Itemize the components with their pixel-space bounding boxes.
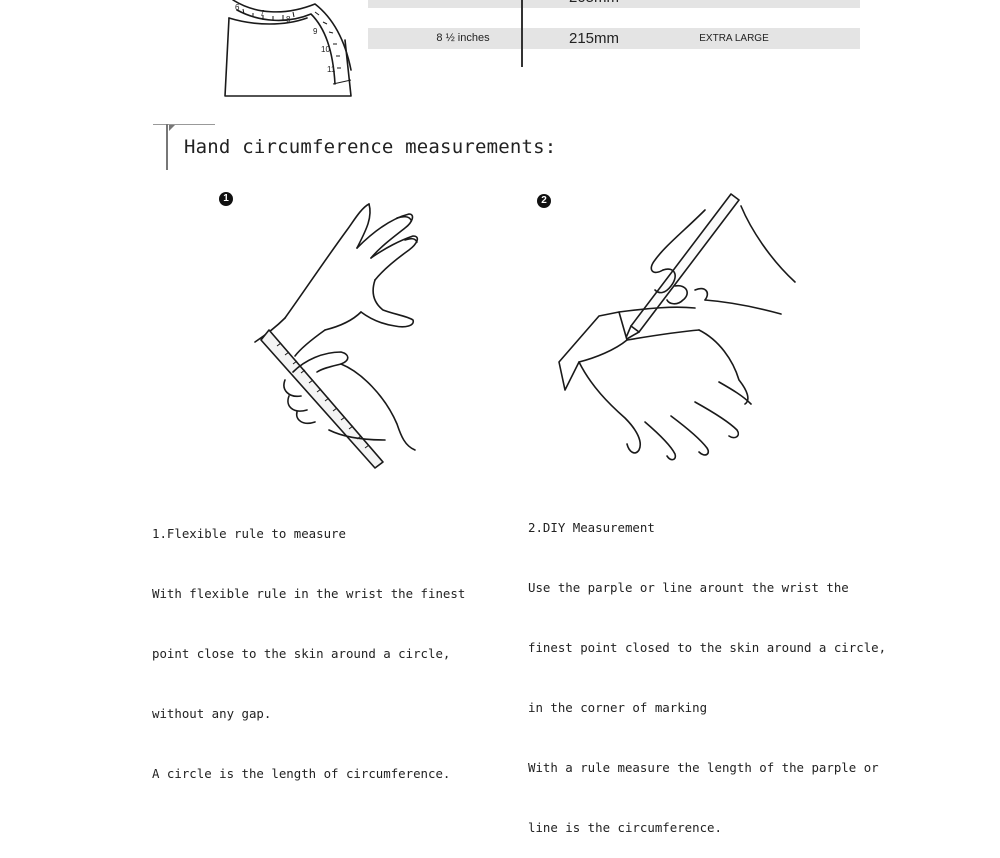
title-bracket-tick xyxy=(169,125,175,131)
step-1-line: With flexible rule in the wrist the fine… xyxy=(152,586,466,601)
mm-cell: 215mm xyxy=(568,30,620,47)
table-divider xyxy=(521,0,523,67)
title-bracket-line xyxy=(153,124,215,125)
step-1-heading: 1.Flexible rule to measure xyxy=(152,526,346,541)
table-row: 8 inches 205mm LARGE xyxy=(368,0,860,8)
tape-number: 10 xyxy=(321,45,330,54)
step-2-line: finest point closed to the skin around a… xyxy=(528,640,887,655)
step-2-description: 2.DIY Measurement Use the parple or line… xyxy=(528,478,886,858)
length-cell: 8 inches xyxy=(398,0,528,8)
step-2-line: Use the parple or line arount the wrist … xyxy=(528,580,849,595)
tape-number: 8 xyxy=(286,15,291,24)
step-2-line: in the corner of marking xyxy=(528,700,708,715)
tape-number: 7 xyxy=(260,9,265,18)
title-bracket-bar xyxy=(166,124,168,170)
step-2-heading: 2.DIY Measurement xyxy=(528,520,655,535)
step-badge-2: 2 xyxy=(537,194,551,208)
tape-number: 9 xyxy=(313,27,318,36)
length-cell: 8 ½ inches xyxy=(436,32,490,44)
step-1-description: 1.Flexible rule to measure With flexible… xyxy=(152,484,465,804)
step-1-line: without any gap. xyxy=(152,706,272,721)
table-row: 8 ½ inches 215mm EXTRA LARGE xyxy=(368,28,860,49)
step-2-line: With a rule measure the length of the pa… xyxy=(528,760,879,775)
flexible-rule-hand-illustration xyxy=(254,203,419,469)
step-2-line: line is the circumference. xyxy=(528,820,722,835)
section-title: Hand circumference measurements: xyxy=(184,136,557,158)
size-cell: LARGE xyxy=(668,0,800,8)
tape-number: 11 xyxy=(327,65,336,74)
mm-cell: 205mm xyxy=(538,0,650,8)
tape-measure-wrist-illustration: 6 7 8 9 10 11 xyxy=(224,0,352,97)
step-badge-1: 1 xyxy=(219,192,233,206)
step-1-line: A circle is the length of circumference. xyxy=(152,766,451,781)
step-1-line: point close to the skin around a circle, xyxy=(152,646,451,661)
size-cell: EXTRA LARGE xyxy=(699,33,769,44)
diy-paper-strip-hand-illustration xyxy=(558,193,796,461)
tape-number: 6 xyxy=(235,3,240,12)
